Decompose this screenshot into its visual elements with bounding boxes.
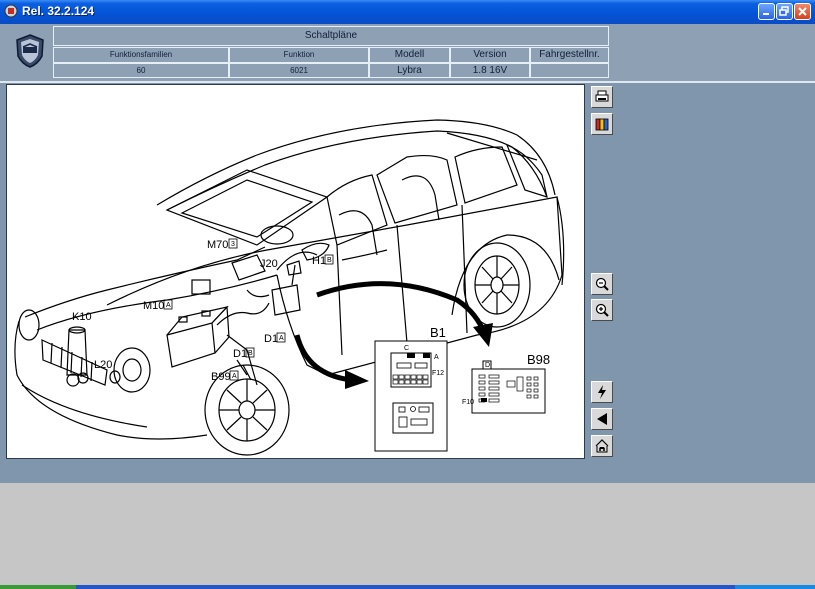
label-m70-box: 3 [231, 241, 235, 248]
label-h1-box: B [327, 257, 332, 264]
label-b1[interactable]: B1 [430, 325, 446, 340]
label-k10[interactable]: K10 [72, 311, 92, 323]
funktion-header: Funktion [229, 47, 369, 63]
callout-arrow-b98 [316, 281, 488, 336]
version-header: Version [450, 47, 530, 63]
taskbar [0, 585, 815, 589]
modell-header: Modell [369, 47, 450, 63]
printer-icon [595, 90, 609, 102]
fusebox-b1-detail [374, 340, 448, 452]
label-d: D [485, 362, 490, 369]
zoom-out-button[interactable] [591, 273, 613, 295]
header-divider [0, 81, 815, 83]
funktion-value: 6021 [229, 63, 369, 78]
zoom-in-button[interactable] [591, 299, 613, 321]
funktionsfamilien-header: Funktionsfamilien [53, 47, 229, 63]
zoom-out-icon [595, 277, 609, 291]
title-bar: Rel. 32.2.124 [0, 0, 815, 24]
car-outline [14, 119, 565, 456]
label-c: C [404, 345, 409, 352]
arrow-head-b98 [473, 323, 493, 347]
restore-icon [779, 6, 789, 16]
label-d1b[interactable]: D1 [233, 348, 247, 360]
callout-arrow-b1 [294, 334, 353, 383]
brand-logo-icon [16, 34, 44, 68]
version-value: 1.8 16V [450, 63, 530, 78]
window-title: Rel. 32.2.124 [22, 4, 95, 18]
electrical-button[interactable] [591, 381, 613, 403]
wiring-diagram-panel[interactable]: M70 3 J20 H1 B M10 A K10 D1 A D1 B B99 A… [6, 84, 585, 459]
fahrgestellnr-header: Fahrgestellnr. [530, 47, 609, 63]
label-m70[interactable]: M70 [207, 239, 228, 251]
label-d1[interactable]: D1 [264, 333, 278, 345]
back-arrow-icon [597, 413, 607, 425]
label-b98[interactable]: B98 [527, 352, 550, 367]
label-l20[interactable]: L20 [94, 359, 112, 371]
home-button[interactable] [591, 435, 613, 457]
label-m10-box: A [166, 302, 171, 309]
footer-panel [0, 483, 815, 585]
section-title: Schaltpläne [53, 26, 609, 46]
system-tray [735, 585, 815, 589]
label-b99[interactable]: B99 [211, 371, 231, 383]
close-button[interactable] [794, 3, 811, 20]
home-car-icon [595, 439, 609, 453]
label-h1[interactable]: H1 [312, 255, 326, 267]
label-d1b-box: B [248, 350, 253, 357]
label-b99-box: A [232, 373, 237, 380]
maximize-button[interactable] [776, 3, 793, 20]
app-icon [4, 4, 18, 18]
arrow-head-b1 [345, 370, 369, 389]
label-m10[interactable]: M10 [143, 300, 164, 312]
label-f12: F12 [432, 370, 444, 377]
minimize-button[interactable] [758, 3, 775, 20]
fahrgestellnr-value [530, 63, 609, 78]
legend-button[interactable] [591, 113, 613, 135]
back-button[interactable] [591, 408, 613, 430]
book-icon [595, 118, 609, 131]
print-button[interactable] [591, 86, 613, 108]
lightning-icon [598, 385, 606, 399]
funktionsfamilien-value: 60 [53, 63, 229, 78]
label-d1-box: A [279, 335, 284, 342]
label-a: A [434, 354, 439, 361]
modell-value: Lybra [369, 63, 450, 78]
label-j20[interactable]: J20 [260, 258, 278, 270]
fusebox-b98-detail [471, 360, 546, 414]
zoom-in-icon [595, 303, 609, 317]
start-button[interactable] [0, 585, 76, 589]
close-icon [798, 7, 807, 16]
car-diagram: M70 3 J20 H1 B M10 A K10 D1 A D1 B B99 A… [14, 119, 565, 456]
label-f10: F10 [462, 399, 474, 406]
minimize-icon [763, 13, 769, 15]
